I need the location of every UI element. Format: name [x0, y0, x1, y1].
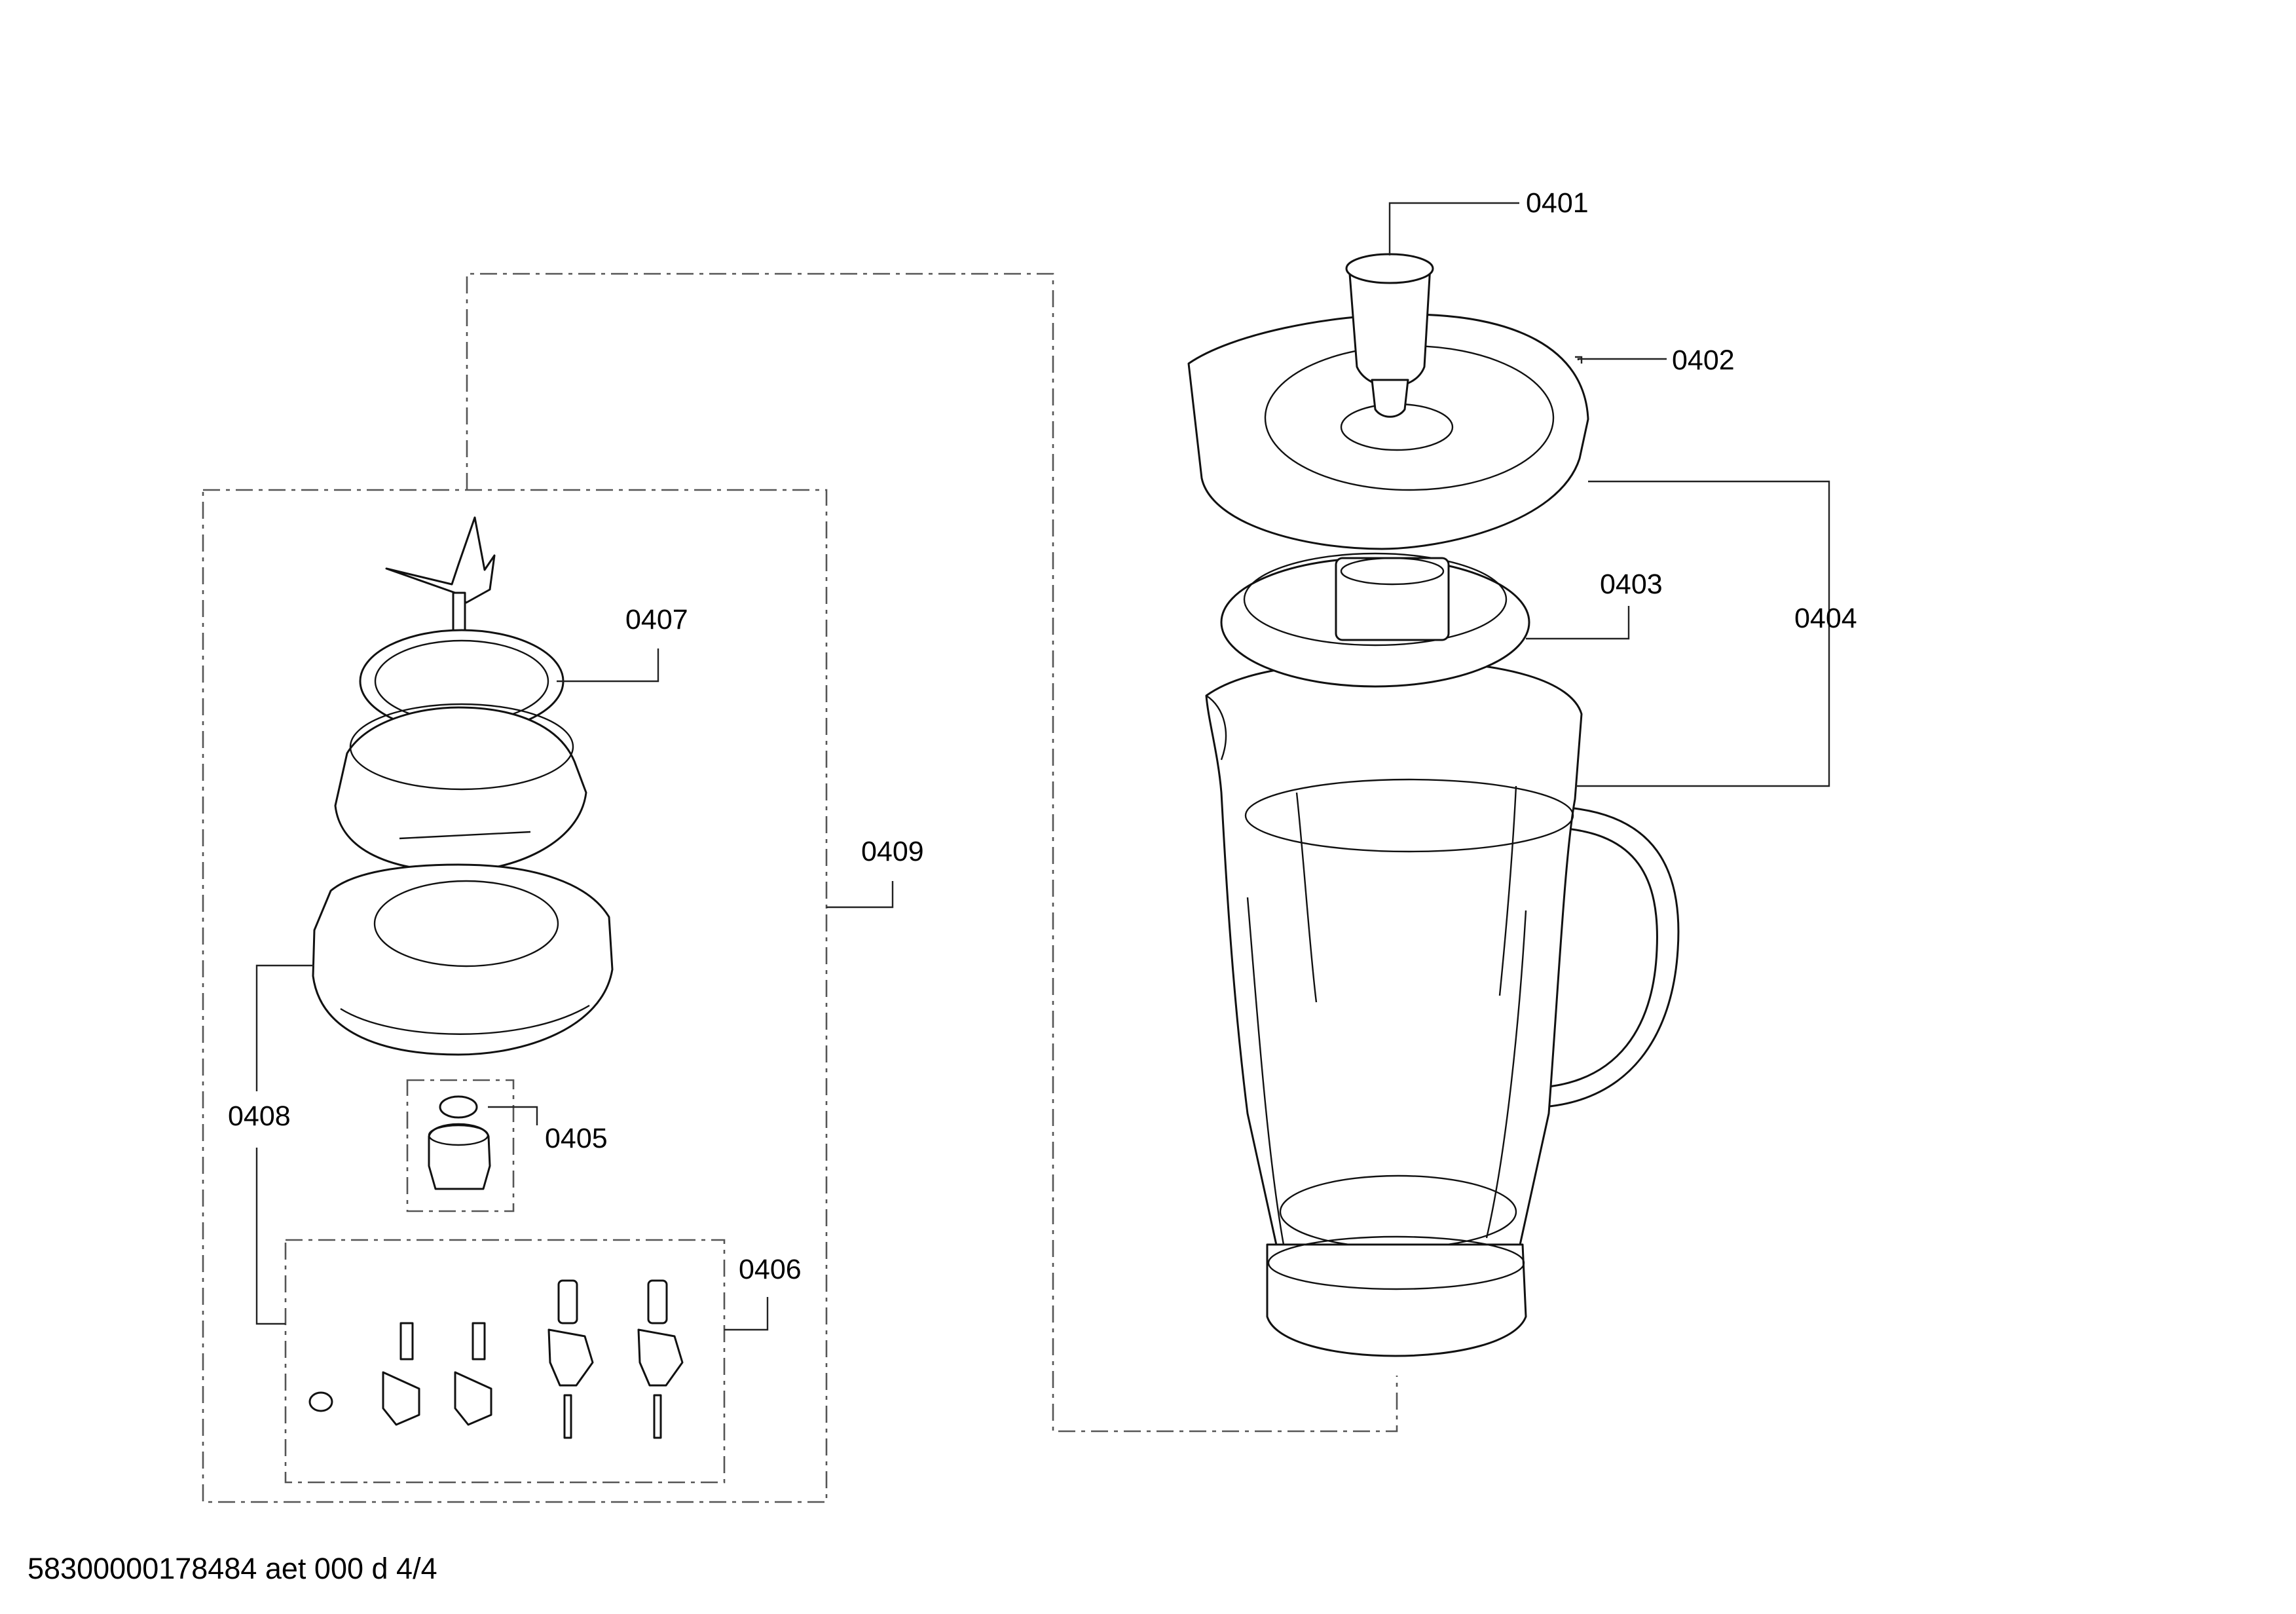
jug-rib-right-inner [1498, 785, 1517, 996]
label-0405: 0405 [545, 1123, 608, 1154]
label-0406: 0406 [739, 1254, 802, 1285]
latch-1 [547, 1328, 594, 1387]
label-0404: 0404 [1794, 603, 1857, 634]
blade-assembly [308, 516, 684, 1439]
lid-seal-0403-inner [1243, 552, 1508, 647]
part-labels: 0401 0402 0403 0404 0405 0406 0407 0408 … [228, 187, 1857, 1285]
jug-rim-inner [1244, 778, 1574, 853]
latch-2 [637, 1328, 684, 1387]
leader-0404 [1575, 480, 1830, 787]
measuring-cap-0401-top [1345, 253, 1434, 284]
spring-1 [399, 1322, 414, 1361]
pin-2 [647, 1279, 668, 1324]
blade-housing-cap-slot [399, 831, 531, 840]
blade-housing-cap-top [349, 703, 574, 791]
document-footer-id: 58300000178484 aet 000 d 4/4 [28, 1552, 437, 1585]
lid-seal-0403-collar [1335, 557, 1450, 641]
jug-spout [1206, 694, 1227, 760]
blade-insert-0409 [385, 516, 496, 604]
jug-lid-0402 [1187, 313, 1589, 550]
pin-1 [557, 1279, 578, 1324]
leader-0407 [557, 648, 659, 683]
leader-lines [255, 202, 1830, 1331]
jug-assembly [1187, 253, 1680, 1357]
lid-seal-0403-collar-top [1340, 557, 1445, 586]
small-parts-0406 [308, 1279, 684, 1439]
leader-0402-line [1577, 358, 1667, 360]
clip-2 [454, 1371, 492, 1426]
screw-2 [653, 1394, 662, 1439]
blade-base-ring-0408-teeth [340, 1004, 590, 1035]
coupling-0405 [428, 1123, 491, 1190]
leader-0409 [826, 881, 894, 909]
label-0409: 0409 [861, 836, 924, 867]
spring-2 [472, 1322, 486, 1361]
coupling-0405-top [428, 1124, 489, 1146]
blade-to-jug-link [466, 272, 1398, 1433]
label-0408: 0408 [228, 1100, 291, 1132]
clip-1 [382, 1371, 420, 1426]
rubber-foot [308, 1391, 333, 1412]
leader-0401 [1388, 202, 1519, 255]
measuring-cap-0401-stem [1371, 379, 1409, 418]
leader-0403 [1526, 606, 1630, 640]
leader-0406 [724, 1297, 769, 1331]
group-box-0406 [284, 1239, 726, 1484]
group-box-0409 [202, 489, 828, 1503]
label-0402: 0402 [1672, 345, 1735, 376]
label-0407: 0407 [625, 604, 688, 635]
leader-0405 [488, 1106, 538, 1125]
jug-rib-right [1485, 910, 1527, 1239]
blade-base-ring-0408-opening [373, 880, 559, 967]
blade-base-ring-0408 [312, 863, 614, 1056]
jug-rib-left [1246, 897, 1285, 1245]
assembly-group-boundaries [202, 272, 1398, 1503]
jug-base-top [1267, 1235, 1525, 1290]
coupling-washer-0405 [439, 1095, 478, 1119]
screw-1 [563, 1394, 572, 1439]
label-0403: 0403 [1600, 569, 1663, 600]
label-0401: 0401 [1526, 187, 1589, 219]
jug-body [1205, 660, 1583, 1249]
group-box-0405 [406, 1079, 515, 1212]
jug-rib-left-inner [1295, 792, 1318, 1003]
jug-base-ring [1266, 1243, 1527, 1357]
leader-0408 [255, 964, 314, 1325]
